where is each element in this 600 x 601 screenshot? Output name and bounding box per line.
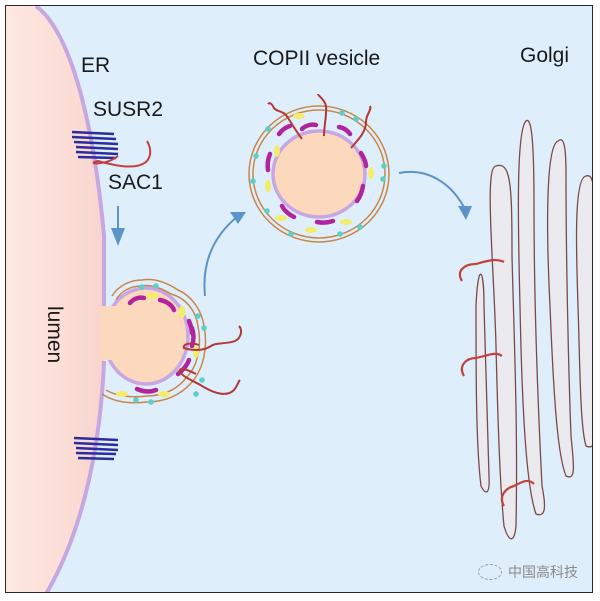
golgi-label: Golgi xyxy=(520,44,570,67)
lumen-label: lumen xyxy=(43,306,66,364)
golgi-cisterna-2 xyxy=(517,119,546,516)
golgi-cisterna-5 xyxy=(475,273,490,493)
copii-vesicle xyxy=(248,93,390,243)
copii-vesicle-label: COPII vesicle xyxy=(253,47,381,70)
sac1-label: SAC1 xyxy=(108,171,163,194)
golgi-cisterna-3 xyxy=(546,139,575,478)
wechat-icon xyxy=(478,564,502,580)
golgi-cisterna-1 xyxy=(489,164,518,540)
er-label: ER xyxy=(81,54,111,77)
susr2-label: SUSR2 xyxy=(93,98,164,121)
golgi-stack xyxy=(475,119,592,540)
diagram-canvas xyxy=(6,6,592,592)
watermark: 中国高科技 xyxy=(478,562,578,582)
budding-vesicle xyxy=(100,278,243,405)
er-lumen xyxy=(6,6,104,592)
watermark-text: 中国高科技 xyxy=(508,564,578,580)
susr2-helix-bottom xyxy=(73,436,119,461)
figure-frame: ER SUSR2 SAC1 lumen COPII vesicle Golgi … xyxy=(5,5,593,593)
susr2-helix-top xyxy=(71,130,119,160)
arrow-to-vesicle xyxy=(203,212,246,297)
golgi-cisterna-4 xyxy=(575,175,592,448)
sac1-tail-top xyxy=(92,140,152,168)
arrow-down xyxy=(111,206,125,246)
er-membrane xyxy=(34,6,106,592)
golgi-sac1-tails xyxy=(458,258,535,507)
arrow-to-golgi xyxy=(398,171,472,220)
